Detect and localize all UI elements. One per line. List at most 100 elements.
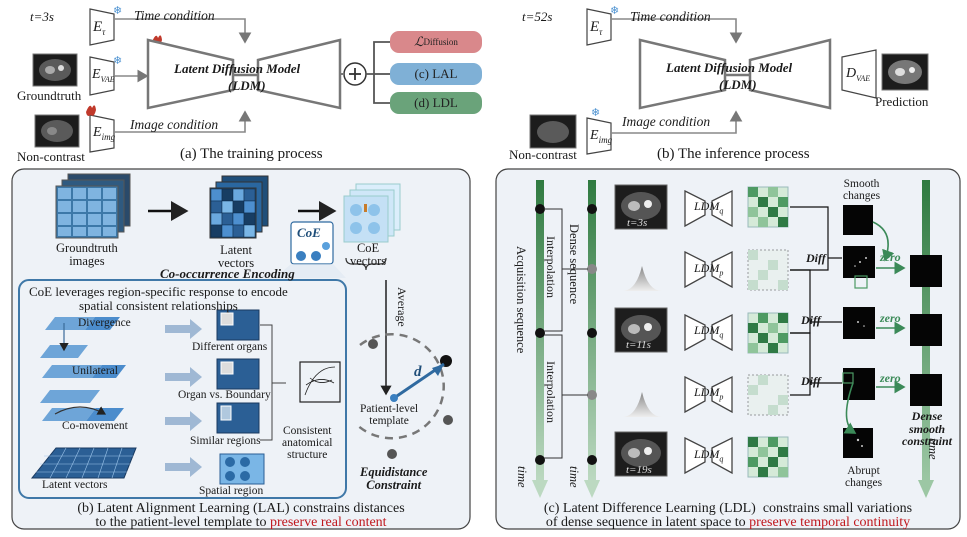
snowflake-icon: ❄ xyxy=(113,55,122,67)
diff-label-3: Diff xyxy=(801,374,821,388)
inference-ldm-title: Latent Diffusion Model xyxy=(666,60,793,75)
interpolation-label-2: Interpolation xyxy=(544,361,558,423)
image-encoder-label: Eimg xyxy=(93,125,116,142)
inference-noncontrast-label: Non-contrast xyxy=(509,147,577,162)
ldm-label-5: LDMq xyxy=(694,447,724,464)
lal-caption: (b) Latent Alignment Learning (LAL) cons… xyxy=(77,501,405,530)
image-condition-arrow xyxy=(114,110,252,133)
ct-t19-label: t=19s xyxy=(626,464,652,476)
inference-time-label: t=52s xyxy=(522,9,553,24)
ldl-caption: (c) Latent Difference Learning (LDL) con… xyxy=(543,501,913,530)
inference-ldm-subtitle: (LDM) xyxy=(719,77,757,92)
noncontrast-label: Non-contrast xyxy=(17,149,85,164)
vae-encoder-label: EVAE xyxy=(92,67,115,84)
training-section: ❄ ❄ xyxy=(32,5,390,153)
latent-vectors-label: Latent vectors xyxy=(218,243,255,271)
patient-template-label: Patient-level template xyxy=(360,403,419,428)
inference-time-condition-label: Time condition xyxy=(630,9,711,24)
loss-ldl-pill: (d) LDL xyxy=(390,92,482,114)
zero-map-3 xyxy=(910,374,942,406)
divergence-illustration xyxy=(40,317,120,358)
ldm-label-4: LDMp xyxy=(694,385,724,402)
ldm-title: Latent Diffusion Model xyxy=(174,61,301,76)
unilateral-illustration xyxy=(40,365,126,403)
organ-boundary-label: Organ vs. Boundary xyxy=(178,389,271,401)
latent-grid-4 xyxy=(747,374,789,416)
ldm-label-1: LDMq xyxy=(694,199,724,216)
distance-label: d xyxy=(414,364,422,380)
groundtruth-images-stack xyxy=(55,173,131,239)
divergence-label: Divergence xyxy=(78,317,131,329)
image-encoder-box xyxy=(89,114,115,153)
ldm-label-3: LDMq xyxy=(694,323,724,340)
gt-images-label: Groundtruth images xyxy=(56,241,118,269)
ct-t11-label: t=11s xyxy=(626,339,651,351)
ct-t3-label: t=3s xyxy=(627,217,648,229)
comovement-illustration xyxy=(42,406,124,421)
result-thumbnails xyxy=(216,309,265,485)
inference-time-encoder-label: Eτ xyxy=(590,19,603,37)
latent-vectors-bottom-label: Latent vectors xyxy=(42,479,108,491)
time-label-1: time xyxy=(515,466,529,488)
inference-image-condition-label: Image condition xyxy=(622,114,711,129)
time-condition-label: Time condition xyxy=(134,8,215,23)
acquisition-label: Acquisition sequence xyxy=(514,246,528,354)
consistent-structure-label: Consistent anatomical structure xyxy=(282,425,333,462)
relationship-arrows xyxy=(165,319,202,477)
vae-encoder-box xyxy=(89,56,115,96)
ldm-label-2: LDMp xyxy=(694,261,724,278)
coe-inner-box xyxy=(18,279,347,499)
training-time-label: t=3s xyxy=(30,9,54,24)
latent-vectors-plane xyxy=(30,447,137,479)
ldm-decoder-shape xyxy=(256,38,342,110)
zero-label-1: zero xyxy=(880,250,901,264)
zero-map-2 xyxy=(910,314,942,346)
lal-panel xyxy=(11,168,471,530)
equidistance-circle xyxy=(355,332,445,440)
abrupt-example xyxy=(843,428,873,458)
time-encoder-box xyxy=(89,8,115,46)
abrupt-changes-label: Abrupt changes xyxy=(845,465,883,489)
loss-lal-pill: (c) LAL xyxy=(390,63,482,85)
coe-title: Co-occurrence Encoding xyxy=(160,266,295,281)
dense-constraint-label: Dense smooth constraint xyxy=(902,409,953,449)
latent-grid-5 xyxy=(747,436,789,478)
inference-caption: (b) The inference process xyxy=(657,146,810,162)
vae-decoder-box xyxy=(841,49,877,99)
zero-map-1 xyxy=(910,255,942,287)
latent-grid-2 xyxy=(747,249,789,291)
zero-label-2: zero xyxy=(880,311,901,325)
gaussian-icon xyxy=(622,266,662,291)
average-label: Average xyxy=(395,287,409,327)
comovement-label: Co-movement xyxy=(62,420,128,432)
fire-icon xyxy=(86,105,96,116)
training-caption: (a) The training process xyxy=(180,146,323,162)
similar-regions-label: Similar regions xyxy=(190,435,261,447)
different-organs-label: Different organs xyxy=(192,341,268,353)
gaussian-icon xyxy=(622,392,662,417)
time-condition-arrow xyxy=(114,18,252,44)
structure-sketch xyxy=(299,361,341,403)
svg-text:❄: ❄ xyxy=(610,5,619,17)
coe-description: CoE leverages region-specific response t… xyxy=(29,284,288,313)
vae-decoder-label: DVAE xyxy=(846,66,871,83)
smooth-example xyxy=(843,205,873,235)
inference-section: ❄ ❄ ❄ xyxy=(529,5,929,155)
coe-badge-label: CoE xyxy=(297,225,321,240)
groundtruth-label: Groundtruth xyxy=(17,88,82,103)
ldm-subtitle: (LDM) xyxy=(228,78,266,93)
inference-image-encoder-label: Eimg xyxy=(590,128,613,145)
interpolation-label-1: Interpolation xyxy=(544,236,558,298)
smooth-changes-label: Smooth changes xyxy=(843,178,881,202)
latent-grid-3 xyxy=(747,312,789,354)
diff-label-1: Diff xyxy=(806,251,826,265)
latent-vectors-grid xyxy=(209,175,269,239)
diff-map-2 xyxy=(843,307,875,339)
time-label-2: time xyxy=(567,466,581,488)
svg-text:❄: ❄ xyxy=(591,107,600,119)
ldm-encoder-shape xyxy=(146,38,235,110)
zero-label-3: zero xyxy=(880,371,901,385)
image-condition-label: Image condition xyxy=(130,117,219,132)
